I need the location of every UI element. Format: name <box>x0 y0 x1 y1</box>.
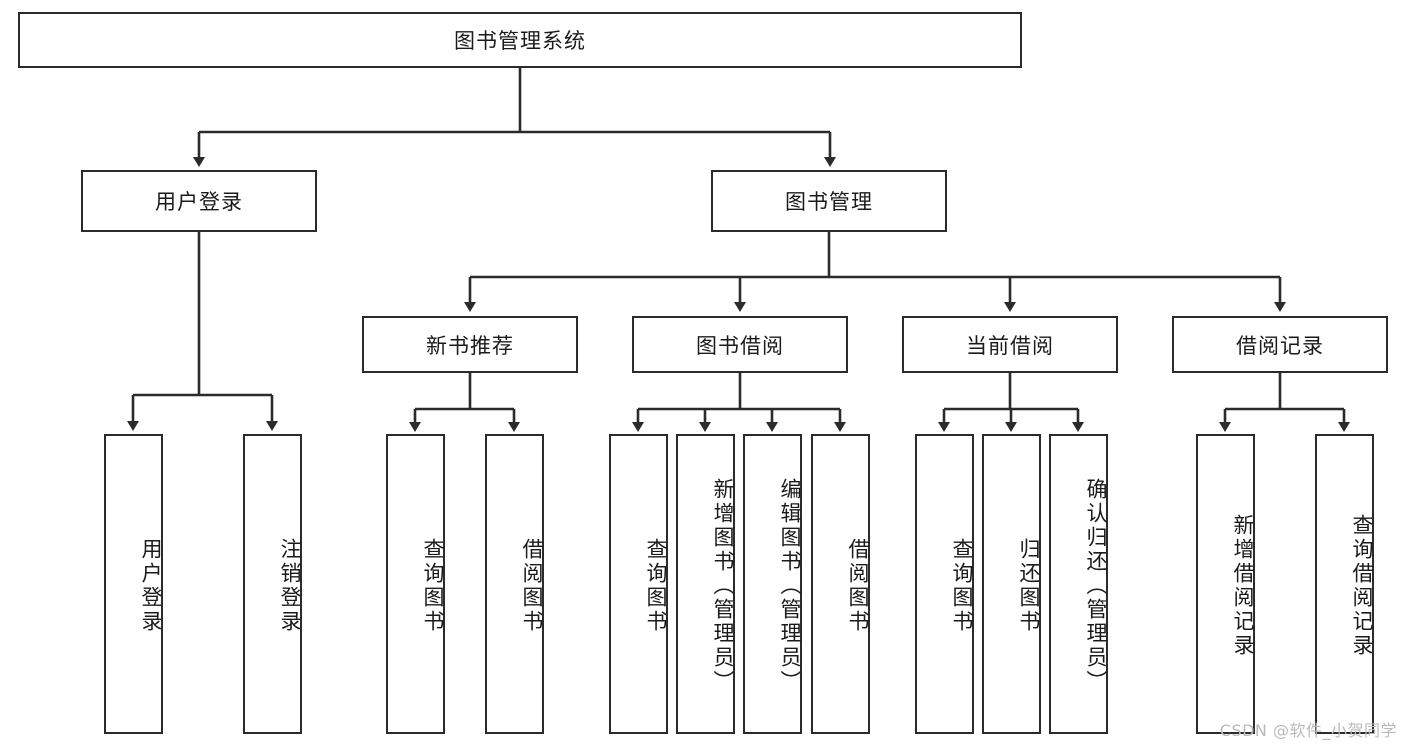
leaf-add-book[interactable]: 新增图书（管理员） <box>676 434 735 734</box>
leaf-add-record[interactable]: 新增借阅记录 <box>1196 434 1255 734</box>
node-current-borrow-label: 当前借阅 <box>966 333 1054 358</box>
node-current-borrow[interactable]: 当前借阅 <box>902 316 1118 373</box>
leaf-user-login[interactable]: 用户登录 <box>104 434 163 734</box>
node-user-login-label: 用户登录 <box>155 190 243 214</box>
leaf-query-book-1[interactable]: 查询图书 <box>386 434 445 734</box>
node-root-label: 图书管理系统 <box>454 29 586 53</box>
leaf-user-login-label: 用户登录 <box>139 538 163 634</box>
node-new-book-rec[interactable]: 新书推荐 <box>362 316 578 373</box>
leaf-borrow-book-2-label: 借阅图书 <box>846 538 870 634</box>
node-book-borrow-label: 图书借阅 <box>696 333 784 358</box>
leaf-confirm-return[interactable]: 确认归还（管理员） <box>1049 434 1108 734</box>
node-borrow-record-label: 借阅记录 <box>1236 333 1324 358</box>
leaf-borrow-book-2[interactable]: 借阅图书 <box>811 434 870 734</box>
node-user-login[interactable]: 用户登录 <box>81 170 317 232</box>
node-book-manage[interactable]: 图书管理 <box>711 170 947 232</box>
leaf-user-logout[interactable]: 注销登录 <box>243 434 302 734</box>
leaf-query-book-1-label: 查询图书 <box>421 538 445 634</box>
leaf-user-logout-label: 注销登录 <box>278 538 302 634</box>
leaf-query-record[interactable]: 查询借阅记录 <box>1315 434 1374 734</box>
leaf-add-book-label: 新增图书（管理员） <box>711 478 735 694</box>
leaf-return-book-label: 归还图书 <box>1017 538 1041 634</box>
leaf-edit-book[interactable]: 编辑图书（管理员） <box>743 434 802 734</box>
leaf-borrow-book-1-label: 借阅图书 <box>520 538 544 634</box>
node-new-book-rec-label: 新书推荐 <box>426 333 514 358</box>
leaf-add-record-label: 新增借阅记录 <box>1231 514 1255 658</box>
leaf-query-book-2[interactable]: 查询图书 <box>609 434 668 734</box>
leaf-return-book[interactable]: 归还图书 <box>982 434 1041 734</box>
node-book-borrow[interactable]: 图书借阅 <box>632 316 848 373</box>
leaf-query-book-2-label: 查询图书 <box>644 538 668 634</box>
leaf-query-book-3[interactable]: 查询图书 <box>915 434 974 734</box>
leaf-query-record-label: 查询借阅记录 <box>1350 514 1374 658</box>
csdn-watermark: CSDN @软件_小贺同学 <box>1219 721 1397 740</box>
leaf-query-book-3-label: 查询图书 <box>950 538 974 634</box>
node-book-manage-label: 图书管理 <box>785 190 873 214</box>
node-borrow-record[interactable]: 借阅记录 <box>1172 316 1388 373</box>
leaf-edit-book-label: 编辑图书（管理员） <box>778 478 802 694</box>
node-root[interactable]: 图书管理系统 <box>18 12 1022 68</box>
leaf-confirm-return-label: 确认归还（管理员） <box>1084 478 1108 694</box>
leaf-borrow-book-1[interactable]: 借阅图书 <box>485 434 544 734</box>
